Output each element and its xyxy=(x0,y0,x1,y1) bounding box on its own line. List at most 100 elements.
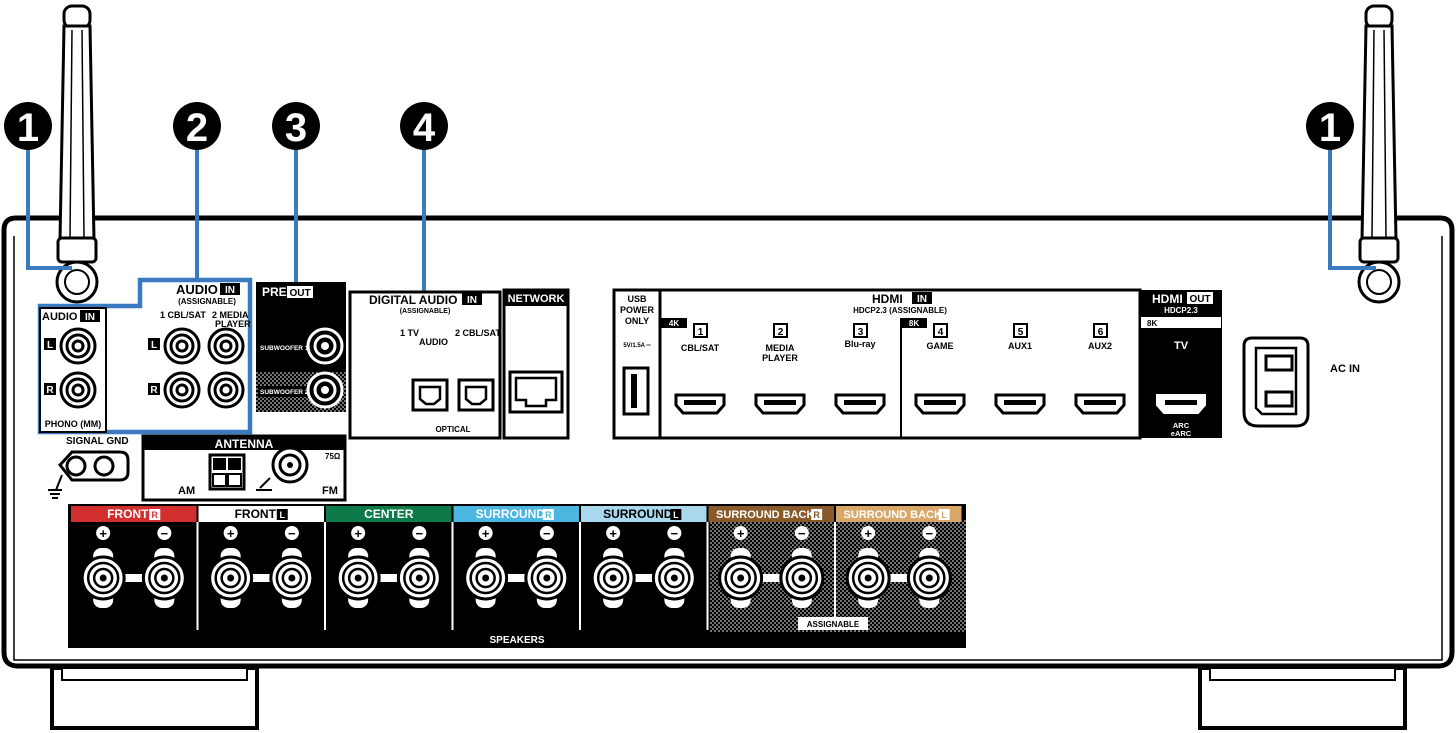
svg-text:Blu-ray: Blu-ray xyxy=(844,339,875,349)
hdmi-input-1: 1 CBL/SAT xyxy=(674,323,726,415)
svg-text:AUX1: AUX1 xyxy=(1008,341,1032,351)
speaker-post-minus[interactable] xyxy=(524,555,570,601)
svg-text:8K: 8K xyxy=(1147,319,1157,328)
speaker-terminals-1: +− xyxy=(80,526,187,608)
digital-audio-section: DIGITAL AUDIO IN (ASSIGNABLE) 1 TV AUDIO… xyxy=(348,290,502,440)
svg-text:SUBWOOFER 2: SUBWOOFER 2 xyxy=(260,389,309,396)
speaker-post-minus[interactable] xyxy=(651,555,697,601)
svg-text:ONLY: ONLY xyxy=(625,316,649,326)
speaker-channel-label: SURROUND xyxy=(476,507,546,521)
svg-text:ANTENNA: ANTENNA xyxy=(215,437,274,451)
speakers-label: SPEAKERS xyxy=(489,635,544,646)
speaker-channel-badge: R xyxy=(813,510,820,520)
network-section: NETWORK xyxy=(502,288,570,440)
audio-in-1-r-jack[interactable] xyxy=(163,371,201,409)
antenna-left xyxy=(55,4,99,304)
speaker-terminals-5: +− xyxy=(590,526,697,608)
minus-sign: − xyxy=(161,526,169,541)
svg-text:OUT: OUT xyxy=(289,288,310,299)
optical-2-jack[interactable] xyxy=(457,378,495,412)
svg-text:2 CBL/SAT: 2 CBL/SAT xyxy=(455,328,501,338)
svg-text:USB: USB xyxy=(627,294,647,304)
speaker-post-minus[interactable] xyxy=(269,555,315,601)
svg-text:IN: IN xyxy=(85,312,95,323)
antenna-terminal-section: ANTENNA AM 75Ω FM xyxy=(141,434,347,502)
svg-text:POWER: POWER xyxy=(620,305,655,315)
speaker-terminals-6: +− xyxy=(718,526,825,608)
audio-in-2-r-jack[interactable] xyxy=(207,371,245,409)
svg-text:SUBWOOFER 1: SUBWOOFER 1 xyxy=(260,345,309,352)
speaker-channel-badge: L xyxy=(280,510,286,520)
hdmi-in-1-port[interactable] xyxy=(674,393,726,415)
ethernet-port[interactable] xyxy=(508,370,564,414)
minus-sign: − xyxy=(543,526,551,541)
hdmi-in-3-port[interactable] xyxy=(834,393,886,415)
hdmi-out-port[interactable] xyxy=(1156,394,1206,414)
svg-text:GAME: GAME xyxy=(927,341,954,351)
svg-text:5V/1.5A ═: 5V/1.5A ═ xyxy=(623,343,651,349)
hdmi-input-6: 6 AUX2 xyxy=(1074,323,1126,415)
svg-text:8K: 8K xyxy=(909,319,919,328)
phono-l-jack[interactable] xyxy=(59,327,97,365)
svg-text:eARC: eARC xyxy=(1171,429,1192,438)
svg-text:2 MEDIA: 2 MEDIA xyxy=(212,310,249,320)
minus-sign: − xyxy=(416,526,424,541)
svg-text:L: L xyxy=(151,340,157,351)
speaker-channel-badge: L xyxy=(941,510,947,520)
svg-text:SIGNAL GND: SIGNAL GND xyxy=(66,436,129,447)
svg-text:1: 1 xyxy=(698,327,704,338)
audio-in-1-l-jack[interactable] xyxy=(163,327,201,365)
callout-1-right: 1 xyxy=(1306,102,1354,150)
svg-text:R: R xyxy=(150,385,158,396)
audio-in-2-l-jack[interactable] xyxy=(207,327,245,365)
phono-r-jack[interactable] xyxy=(59,371,97,409)
svg-text:AUDIO: AUDIO xyxy=(419,337,448,347)
speaker-post-minus[interactable] xyxy=(906,555,952,601)
speaker-post-plus[interactable] xyxy=(80,555,126,601)
subwoofer-2-jack[interactable] xyxy=(306,371,344,409)
antenna-right xyxy=(1357,4,1401,304)
hdmi-in-2-port[interactable] xyxy=(754,393,806,415)
speaker-channel-badge: R xyxy=(545,510,552,520)
svg-text:HDCP2.3 (ASSIGNABLE): HDCP2.3 (ASSIGNABLE) xyxy=(853,306,947,315)
subwoofer-1-jack[interactable] xyxy=(306,327,344,365)
usb-port[interactable] xyxy=(622,366,650,416)
foot-right xyxy=(1198,666,1407,730)
svg-text:1 CBL/SAT: 1 CBL/SAT xyxy=(160,310,206,320)
speaker-post-plus[interactable] xyxy=(208,555,254,601)
speaker-post-minus[interactable] xyxy=(396,555,442,601)
speaker-post-plus[interactable] xyxy=(335,555,381,601)
ac-inlet[interactable] xyxy=(1242,336,1310,428)
hdmi-in-section: HDMI IN HDCP2.3 (ASSIGNABLE) 4K 8K 1 CBL… xyxy=(658,288,1142,440)
plus-sign: + xyxy=(227,526,235,541)
svg-text:NETWORK: NETWORK xyxy=(508,293,565,305)
phono-input-section: AUDIO IN L R PHONO (MM) xyxy=(39,307,107,433)
minus-sign: − xyxy=(671,526,679,541)
plus-sign: + xyxy=(482,526,490,541)
optical-1-jack[interactable] xyxy=(411,378,449,412)
hdmi-out-section: HDMI OUT HDCP2.3 8K TV ARC eARC xyxy=(1140,290,1222,438)
speaker-post-plus[interactable] xyxy=(463,555,509,601)
speaker-terminals-4: +− xyxy=(463,526,570,608)
svg-text:(ASSIGNABLE): (ASSIGNABLE) xyxy=(400,308,451,315)
hdmi-in-5-port[interactable] xyxy=(994,393,1046,415)
hdmi-in-4-port[interactable] xyxy=(914,393,966,415)
speaker-post-minus[interactable] xyxy=(779,555,825,601)
hdmi-input-4: 4 GAME xyxy=(914,323,966,415)
fm-jack[interactable] xyxy=(271,446,309,484)
pre-out-section: PRE OUT SUBWOOFER 1 SUBWOOFER 2 xyxy=(256,282,346,412)
svg-text:PHONO (MM): PHONO (MM) xyxy=(45,419,102,429)
speaker-terminals-3: +− xyxy=(335,526,442,608)
speaker-channel-3: CENTER xyxy=(324,506,452,630)
svg-text:PLAYER: PLAYER xyxy=(762,353,798,363)
hdmi-in-6-port[interactable] xyxy=(1074,393,1126,415)
speaker-post-minus[interactable] xyxy=(141,555,187,601)
speaker-post-plus[interactable] xyxy=(718,555,764,601)
svg-text:3: 3 xyxy=(858,327,864,338)
speaker-post-plus[interactable] xyxy=(590,555,636,601)
speaker-post-plus[interactable] xyxy=(845,555,891,601)
svg-text:FM: FM xyxy=(322,485,338,497)
